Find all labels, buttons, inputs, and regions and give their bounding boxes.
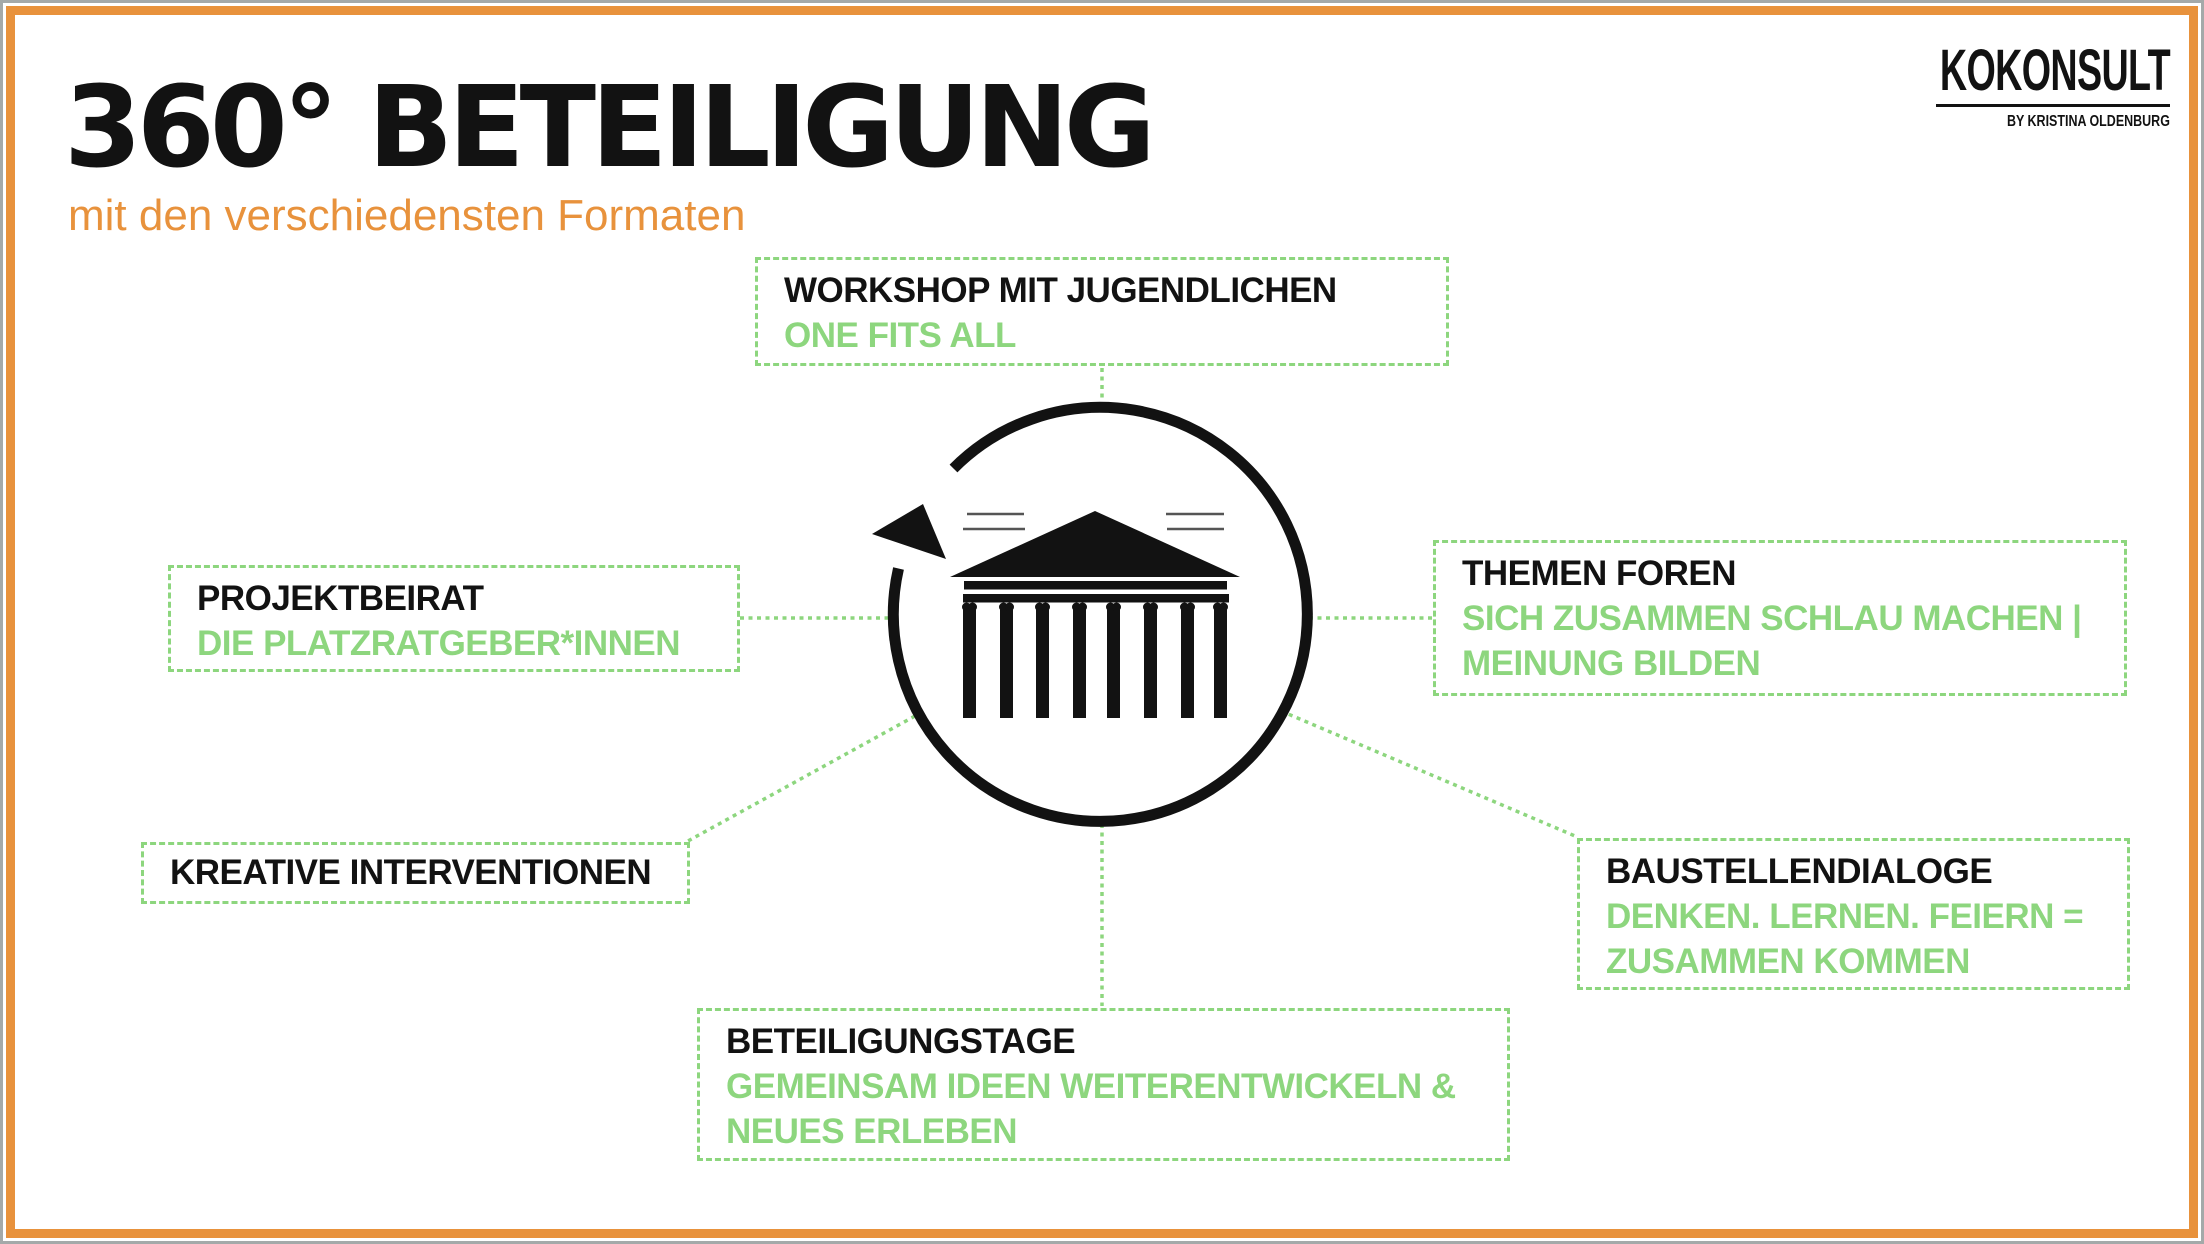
logo-byline: BY KRISTINA OLDENBURG: [2007, 113, 2170, 130]
format-box-beteiligungstage: BETEILIGUNGSTAGE GEMEINSAM IDEEN WEITERE…: [697, 1008, 1510, 1161]
page-subtitle: mit den verschiedensten Formaten: [68, 191, 746, 240]
format-box-baustellendialoge: BAUSTELLENDIALOGE DENKEN. LERNEN. FEIERN…: [1577, 838, 2130, 990]
format-sublabel: DIE PLATZRATGEBER*INNEN: [197, 624, 681, 663]
kokonsult-logo: KOKONSULT BY KRISTINA OLDENBURG: [1816, 38, 2171, 130]
connector-bottom-right: [1280, 709, 1576, 838]
format-box-kreative-interventionen: KREATIVE INTERVENTIONEN: [141, 842, 690, 904]
circular-arrow-icon: [872, 401, 1313, 827]
format-box-projektbeirat: PROJEKTBEIRAT DIE PLATZRATGEBER*INNEN: [168, 565, 740, 672]
format-label: THEMEN FOREN: [1462, 554, 1737, 593]
columns: [962, 602, 1228, 718]
temple-icon: [950, 511, 1240, 718]
motion-lines-icon: [963, 512, 1224, 531]
page-title: 360° BETEILIGUNG: [64, 63, 1156, 193]
pediment-shape: [950, 511, 1240, 577]
format-label: BETEILIGUNGSTAGE: [726, 1022, 1076, 1061]
format-label: PROJEKTBEIRAT: [197, 579, 484, 618]
format-sublabel: ONE FITS ALL: [784, 316, 1016, 355]
format-label: KREATIVE INTERVENTIONEN: [170, 853, 652, 892]
format-sublabel: SICH ZUSAMMEN SCHLAU MACHEN | MEINUNG BI…: [1462, 599, 2082, 683]
format-label: BAUSTELLENDIALOGE: [1606, 852, 1993, 891]
format-sublabel: GEMEINSAM IDEEN WEITERENTWICKELN & NEUES…: [726, 1067, 1456, 1151]
connector-bottom-left: [687, 714, 916, 843]
logo-wordmark: KOKONSULT: [1939, 38, 2171, 103]
format-label: WORKSHOP MIT JUGENDLICHEN: [784, 271, 1337, 310]
format-box-themen-foren: THEMEN FOREN SICH ZUSAMMEN SCHLAU MACHEN…: [1433, 540, 2127, 696]
entablature-bar: [963, 594, 1229, 603]
format-sublabel: DENKEN. LERNEN. FEIERN = ZUSAMMEN KOMMEN: [1606, 897, 2084, 981]
format-box-workshop: WORKSHOP MIT JUGENDLICHEN ONE FITS ALL: [755, 257, 1449, 366]
entablature-bar: [964, 581, 1227, 590]
logo-underline: [1936, 104, 2170, 107]
